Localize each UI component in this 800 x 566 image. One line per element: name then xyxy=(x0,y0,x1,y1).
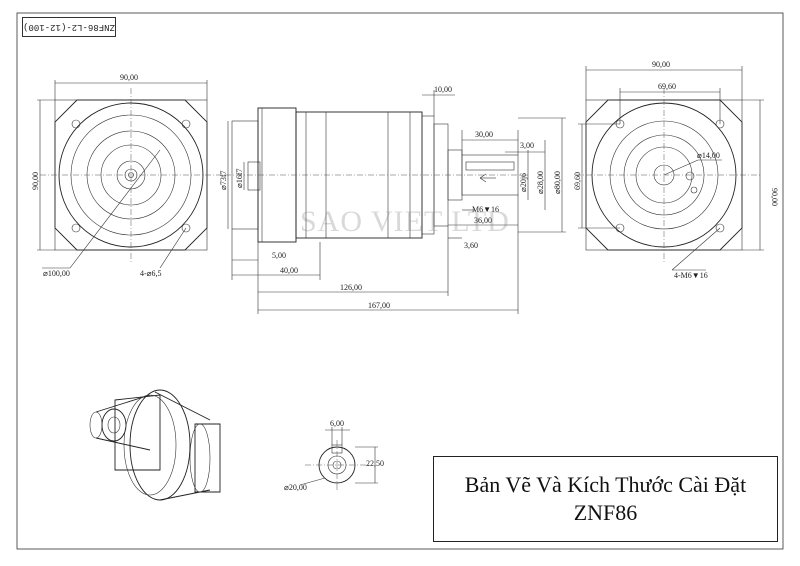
rear-view xyxy=(575,66,764,271)
side-thread-dim: M6▼16 xyxy=(472,205,499,214)
front-holes-dim: 4-⌀6,5 xyxy=(140,269,161,278)
side-dim-40: 40,00 xyxy=(280,266,298,275)
side-body-dia-dim: ⌀80,00 xyxy=(553,171,562,194)
front-bolt-circle-dim: ⌀100,00 xyxy=(43,269,70,278)
side-dim-5: 5,00 xyxy=(272,251,286,260)
title-block: Bản Vẽ Và Kích Thước Cài Đặt ZNF86 xyxy=(433,456,778,542)
side-dim-167: 167,00 xyxy=(368,301,390,310)
side-dim-3: 3,00 xyxy=(520,141,534,150)
title-line-2: ZNF86 xyxy=(573,500,638,525)
front-view xyxy=(37,80,225,269)
title-line-1: Bản Vẽ Và Kích Thước Cài Đặt xyxy=(464,472,747,497)
side-flange-dia-dim: ⌀73f7 xyxy=(219,171,228,190)
rear-inner-width-dim: 69,60 xyxy=(658,82,676,91)
model-label: ZNF86-L2-(12-100) xyxy=(22,17,116,37)
isometric-view xyxy=(89,389,221,501)
side-pilot-dia-dim: ⌀16f7 xyxy=(235,169,244,188)
side-shaft-step-dim: ⌀28,00 xyxy=(536,171,545,194)
rear-width-dim: 90,00 xyxy=(652,60,670,69)
side-shaft-dia-dim: ⌀20j6 xyxy=(519,173,528,192)
key-height-dim: 22,50 xyxy=(366,459,384,468)
rear-holes-dim: 4-M6▼16 xyxy=(674,271,708,280)
rear-shaft-dim: ⌀14,00 xyxy=(697,151,720,160)
side-dim-3-6: 3,60 xyxy=(464,241,478,250)
side-dim-126: 126,00 xyxy=(340,283,362,292)
sheet-border xyxy=(16,12,784,550)
key-dia-dim: ⌀20,00 xyxy=(284,483,307,492)
watermark: SAO VIET LTD xyxy=(300,205,510,238)
front-height-dim: 90,00 xyxy=(31,172,40,190)
rear-inner-height-dim: 69,60 xyxy=(573,172,582,190)
side-dim-10: 10,00 xyxy=(434,85,452,94)
shaft-end-view xyxy=(299,427,378,492)
rear-height-dim: 90,00 xyxy=(770,188,779,206)
front-width-dim: 90,00 xyxy=(120,73,138,82)
side-dim-30: 30,00 xyxy=(475,130,493,139)
key-width-dim: 6,00 xyxy=(330,419,344,428)
side-view xyxy=(225,90,566,314)
side-dim-36: 36,00 xyxy=(474,216,492,225)
